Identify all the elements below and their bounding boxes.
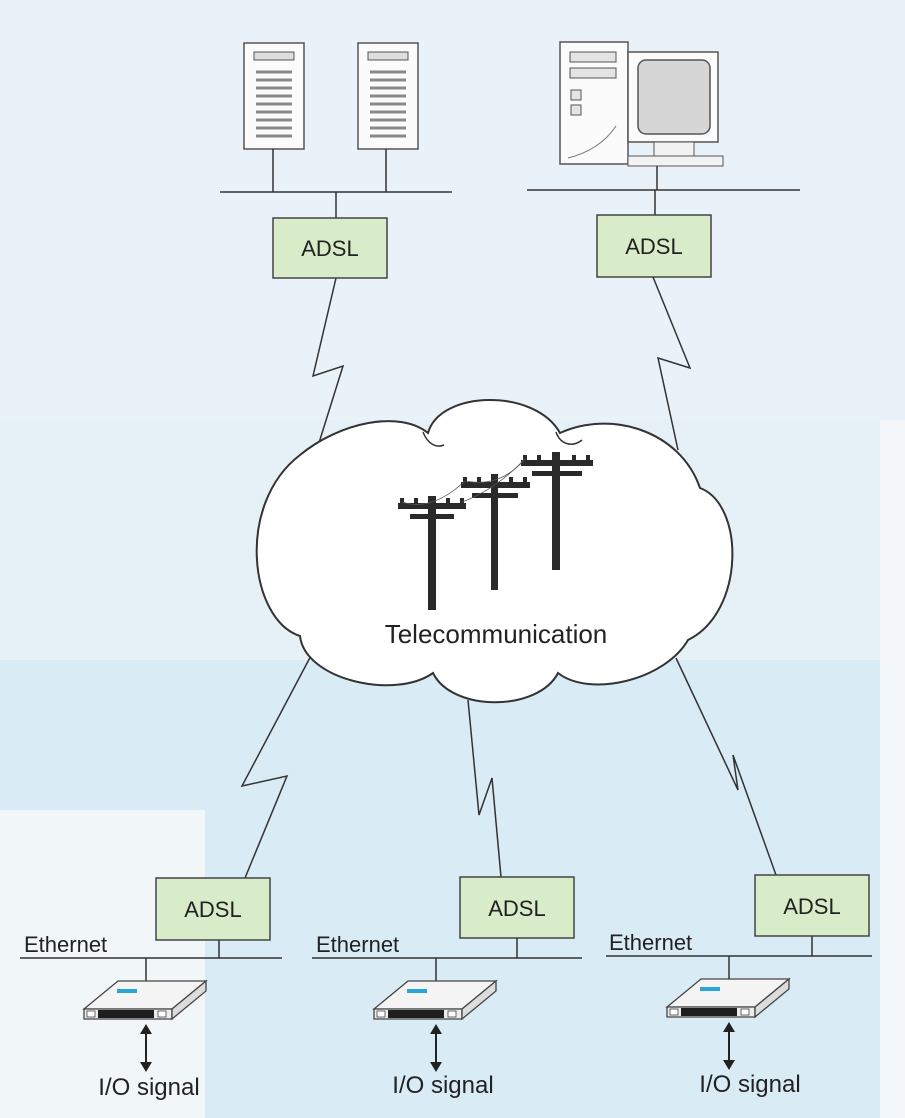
link-top-right: [652, 276, 692, 451]
cloud-label: Telecommunication: [385, 619, 608, 649]
ethernet-label: Ethernet: [24, 932, 107, 957]
link-bottom-left: [240, 649, 315, 879]
desktop-computer-icon: [559, 41, 724, 167]
io-signal-label: I/O signal: [699, 1071, 800, 1098]
link-bottom-right: [675, 657, 777, 876]
ethernet-bus-site-2: [312, 938, 582, 982]
links: [240, 276, 777, 879]
double-arrow-icon: [139, 1023, 153, 1073]
ethernet-bus-site-3: [606, 936, 872, 980]
io-module-icon: [666, 978, 790, 1018]
adsl-box-top-right: ADSL: [596, 214, 712, 278]
adsl-label: ADSL: [783, 894, 840, 919]
link-top-left: [311, 277, 345, 447]
double-arrow-icon: [722, 1021, 736, 1071]
io-module-icon: [83, 980, 207, 1020]
adsl-box-top-left: ADSL: [272, 217, 388, 279]
double-arrow-icon: [429, 1023, 443, 1073]
adsl-box-site-2: ADSL: [459, 876, 575, 939]
adsl-label: ADSL: [625, 234, 682, 259]
server-icon: [357, 42, 419, 150]
top-right-bus: [527, 166, 800, 215]
io-signal-label: I/O signal: [392, 1072, 493, 1099]
ethernet-label: Ethernet: [316, 932, 399, 957]
adsl-label: ADSL: [488, 896, 545, 921]
background-top: [0, 0, 905, 420]
adsl-label: ADSL: [301, 236, 358, 261]
ethernet-label: Ethernet: [609, 930, 692, 955]
background-right-strip: [880, 420, 905, 1118]
io-signal-label: I/O signal: [98, 1074, 199, 1101]
adsl-label: ADSL: [184, 897, 241, 922]
server-icon: [243, 42, 305, 150]
background-bottom-left: [0, 810, 205, 1118]
io-module-icon: [373, 980, 497, 1020]
link-bottom-middle: [467, 699, 502, 878]
ethernet-bus-site-1: [20, 940, 282, 982]
telephone-pole-icon: [398, 452, 593, 610]
adsl-box-site-1: ADSL: [155, 877, 271, 941]
top-left-bus: [220, 149, 452, 218]
adsl-box-site-3: ADSL: [754, 874, 870, 937]
